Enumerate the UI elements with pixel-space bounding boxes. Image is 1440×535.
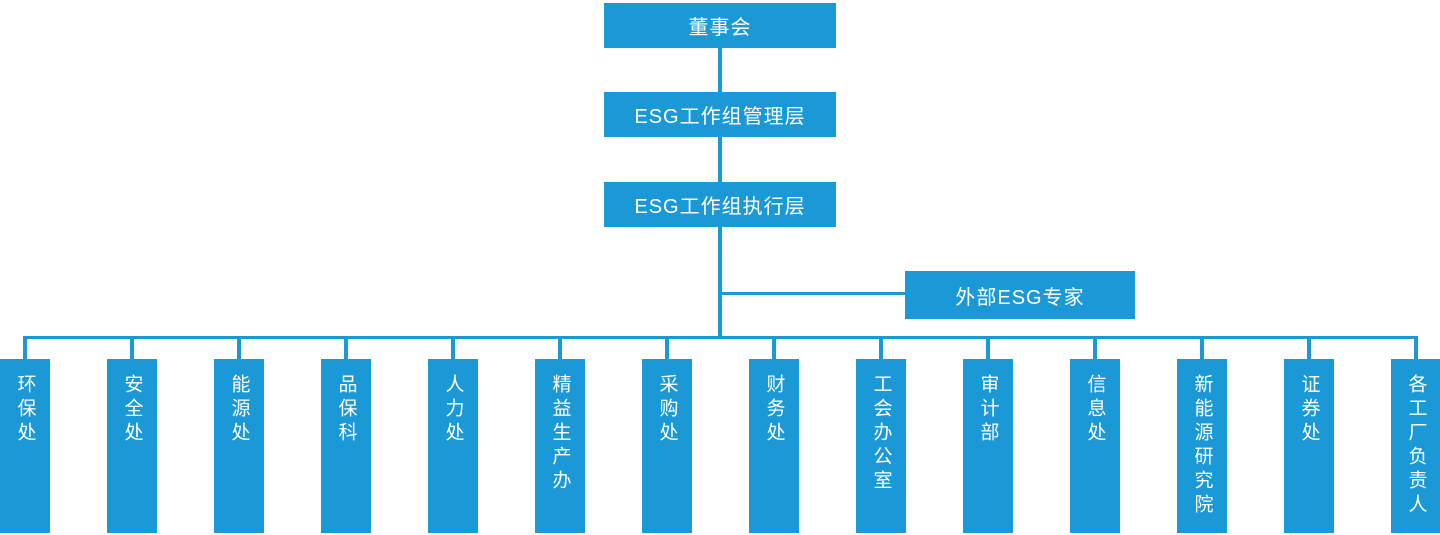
node-external-esg-expert: 外部ESG专家: [905, 271, 1135, 319]
connector-department-drop: [772, 339, 776, 359]
department-box: 新能源研究院: [1177, 359, 1227, 533]
connector-departments-rail: [23, 336, 1418, 339]
connector-department-drop: [665, 339, 669, 359]
department-box: 精益生产办: [535, 359, 585, 533]
department-label: 采购处: [656, 374, 678, 446]
department-label: 环保处: [14, 374, 36, 446]
department-label: 工会办公室: [870, 374, 892, 494]
department-label: 审计部: [977, 374, 999, 446]
department-box: 人力处: [428, 359, 478, 533]
department-label: 财务处: [763, 374, 785, 446]
connector-department-drop: [986, 339, 990, 359]
connector-department-drop: [1414, 339, 1418, 359]
department-label: 信息处: [1084, 374, 1106, 446]
connector-department-drop: [879, 339, 883, 359]
department-label: 安全处: [121, 374, 143, 446]
department-label: 品保科: [335, 374, 357, 446]
department-box: 品保科: [321, 359, 371, 533]
connector-management-execution: [718, 137, 722, 182]
department-label: 能源处: [228, 374, 250, 446]
connector-execution-trunk: [718, 227, 722, 339]
connector-board-management: [718, 48, 722, 92]
connector-department-drop: [1200, 339, 1204, 359]
department-box: 采购处: [642, 359, 692, 533]
node-board-of-directors: 董事会: [604, 3, 836, 48]
department-box: 安全处: [107, 359, 157, 533]
connector-department-drop: [451, 339, 455, 359]
connector-department-drop: [1307, 339, 1311, 359]
department-box: 财务处: [749, 359, 799, 533]
department-label: 精益生产办: [549, 374, 571, 494]
department-box: 能源处: [214, 359, 264, 533]
department-box: 审计部: [963, 359, 1013, 533]
connector-department-drop: [1093, 339, 1097, 359]
connector-department-drop: [558, 339, 562, 359]
connector-department-drop: [237, 339, 241, 359]
connector-department-drop: [344, 339, 348, 359]
department-label: 各工厂负责人: [1405, 374, 1427, 518]
department-box: 各工厂负责人: [1391, 359, 1440, 533]
department-label: 人力处: [442, 374, 464, 446]
connector-department-drop: [23, 339, 27, 359]
department-box: 信息处: [1070, 359, 1120, 533]
department-box: 工会办公室: [856, 359, 906, 533]
node-esg-execution-level: ESG工作组执行层: [604, 182, 836, 227]
node-esg-management-level: ESG工作组管理层: [604, 92, 836, 137]
department-label: 证券处: [1298, 374, 1320, 446]
connector-external-expert-branch: [722, 292, 905, 295]
department-label: 新能源研究院: [1191, 374, 1213, 518]
connector-department-drop: [130, 339, 134, 359]
department-box: 环保处: [0, 359, 50, 533]
department-box: 证券处: [1284, 359, 1334, 533]
